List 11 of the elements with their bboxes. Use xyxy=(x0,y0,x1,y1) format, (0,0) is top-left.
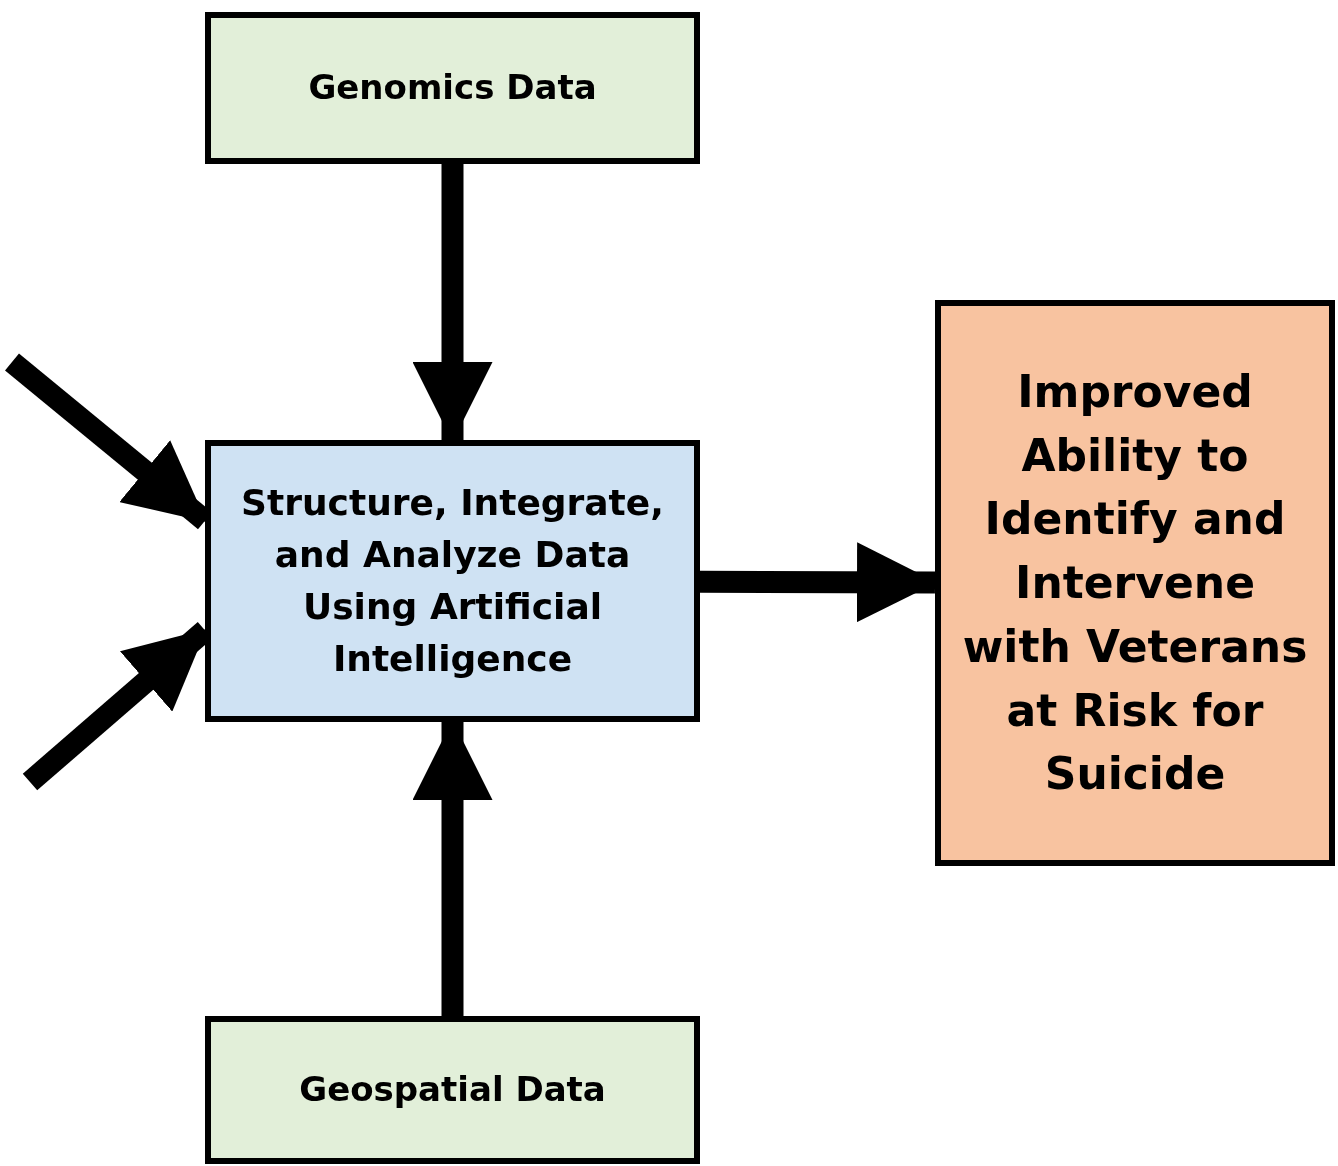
arrow xyxy=(412,720,493,1016)
box-label: Improved Ability to Identify and Intervene with Veterans at Risk for Suicide xyxy=(961,364,1309,802)
arrow xyxy=(700,542,937,623)
arrow xyxy=(412,164,493,442)
process-box xyxy=(205,1016,700,1164)
box-label: Structure, Integrate, and Analyze Data Using Artificial Intelligence xyxy=(240,480,665,682)
process-box xyxy=(205,440,700,722)
process-box xyxy=(935,300,1335,866)
box-label: Geospatial Data xyxy=(299,1068,606,1112)
box-label: Genomics Data xyxy=(308,66,597,110)
process-box xyxy=(205,12,700,164)
